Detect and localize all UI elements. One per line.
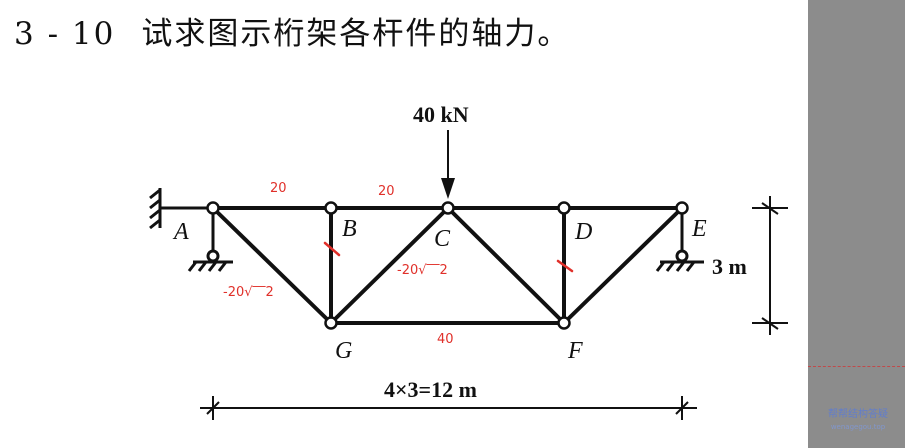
node-label-G: G [335, 338, 352, 364]
load-label: 40 kN [413, 102, 469, 127]
joint-G [324, 316, 338, 330]
node-label-C: C [434, 226, 451, 252]
height-dimension [752, 196, 788, 335]
force-annotation-GC: -20√‾‾2 [397, 263, 448, 278]
force-annotation-GF: 40 [437, 332, 454, 347]
joint-D [557, 201, 571, 215]
member-FE [562, 206, 684, 325]
force-annotation-AB: 20 [270, 181, 287, 196]
node-label-A: A [172, 219, 189, 245]
force-annotation-AG: -20√‾‾2 [223, 285, 274, 300]
force-annotation-BC: 20 [378, 184, 395, 199]
member-CF [446, 206, 566, 325]
member-AG [211, 206, 333, 325]
node-label-B: B [342, 216, 357, 242]
joint-B [324, 201, 338, 215]
pin-support-A [187, 208, 233, 272]
member-GC [329, 206, 450, 325]
truss-joints [206, 201, 689, 330]
watermark-line1: 帮帮结构答疑 [828, 409, 888, 420]
problem-number: 3 - 10 [14, 16, 116, 52]
wall-support [149, 188, 209, 230]
red-cut-marks [323, 241, 574, 273]
problem-text: 试求图示桁架各杆件的轴力。 [141, 16, 571, 52]
watermark-line2: wenagegou.top [830, 423, 886, 431]
truss-figure: 40 kN A B C D E G F 3 m 4×3=12 m 20 20 -… [149, 102, 788, 420]
joint-F [557, 316, 571, 330]
span-label: 4×3=12 m [384, 377, 477, 402]
pin-support-E [655, 208, 704, 272]
node-label-E: E [691, 216, 707, 242]
cut-mark-BG [323, 241, 341, 257]
joint-A [206, 201, 220, 215]
span-dimension [200, 396, 697, 420]
joint-E [675, 201, 689, 215]
node-label-D: D [574, 219, 592, 245]
problem-title: 3 - 10 试求图示桁架各杆件的轴力。 [14, 8, 570, 53]
joint-C [441, 201, 455, 215]
side-divider [808, 366, 905, 367]
watermark: 帮帮结构答疑 wenagegou.top [812, 409, 904, 433]
cut-mark-DF [556, 259, 574, 273]
side-panel [808, 0, 905, 448]
load-arrow [441, 130, 455, 199]
height-label: 3 m [712, 254, 747, 279]
node-label-F: F [567, 338, 583, 364]
